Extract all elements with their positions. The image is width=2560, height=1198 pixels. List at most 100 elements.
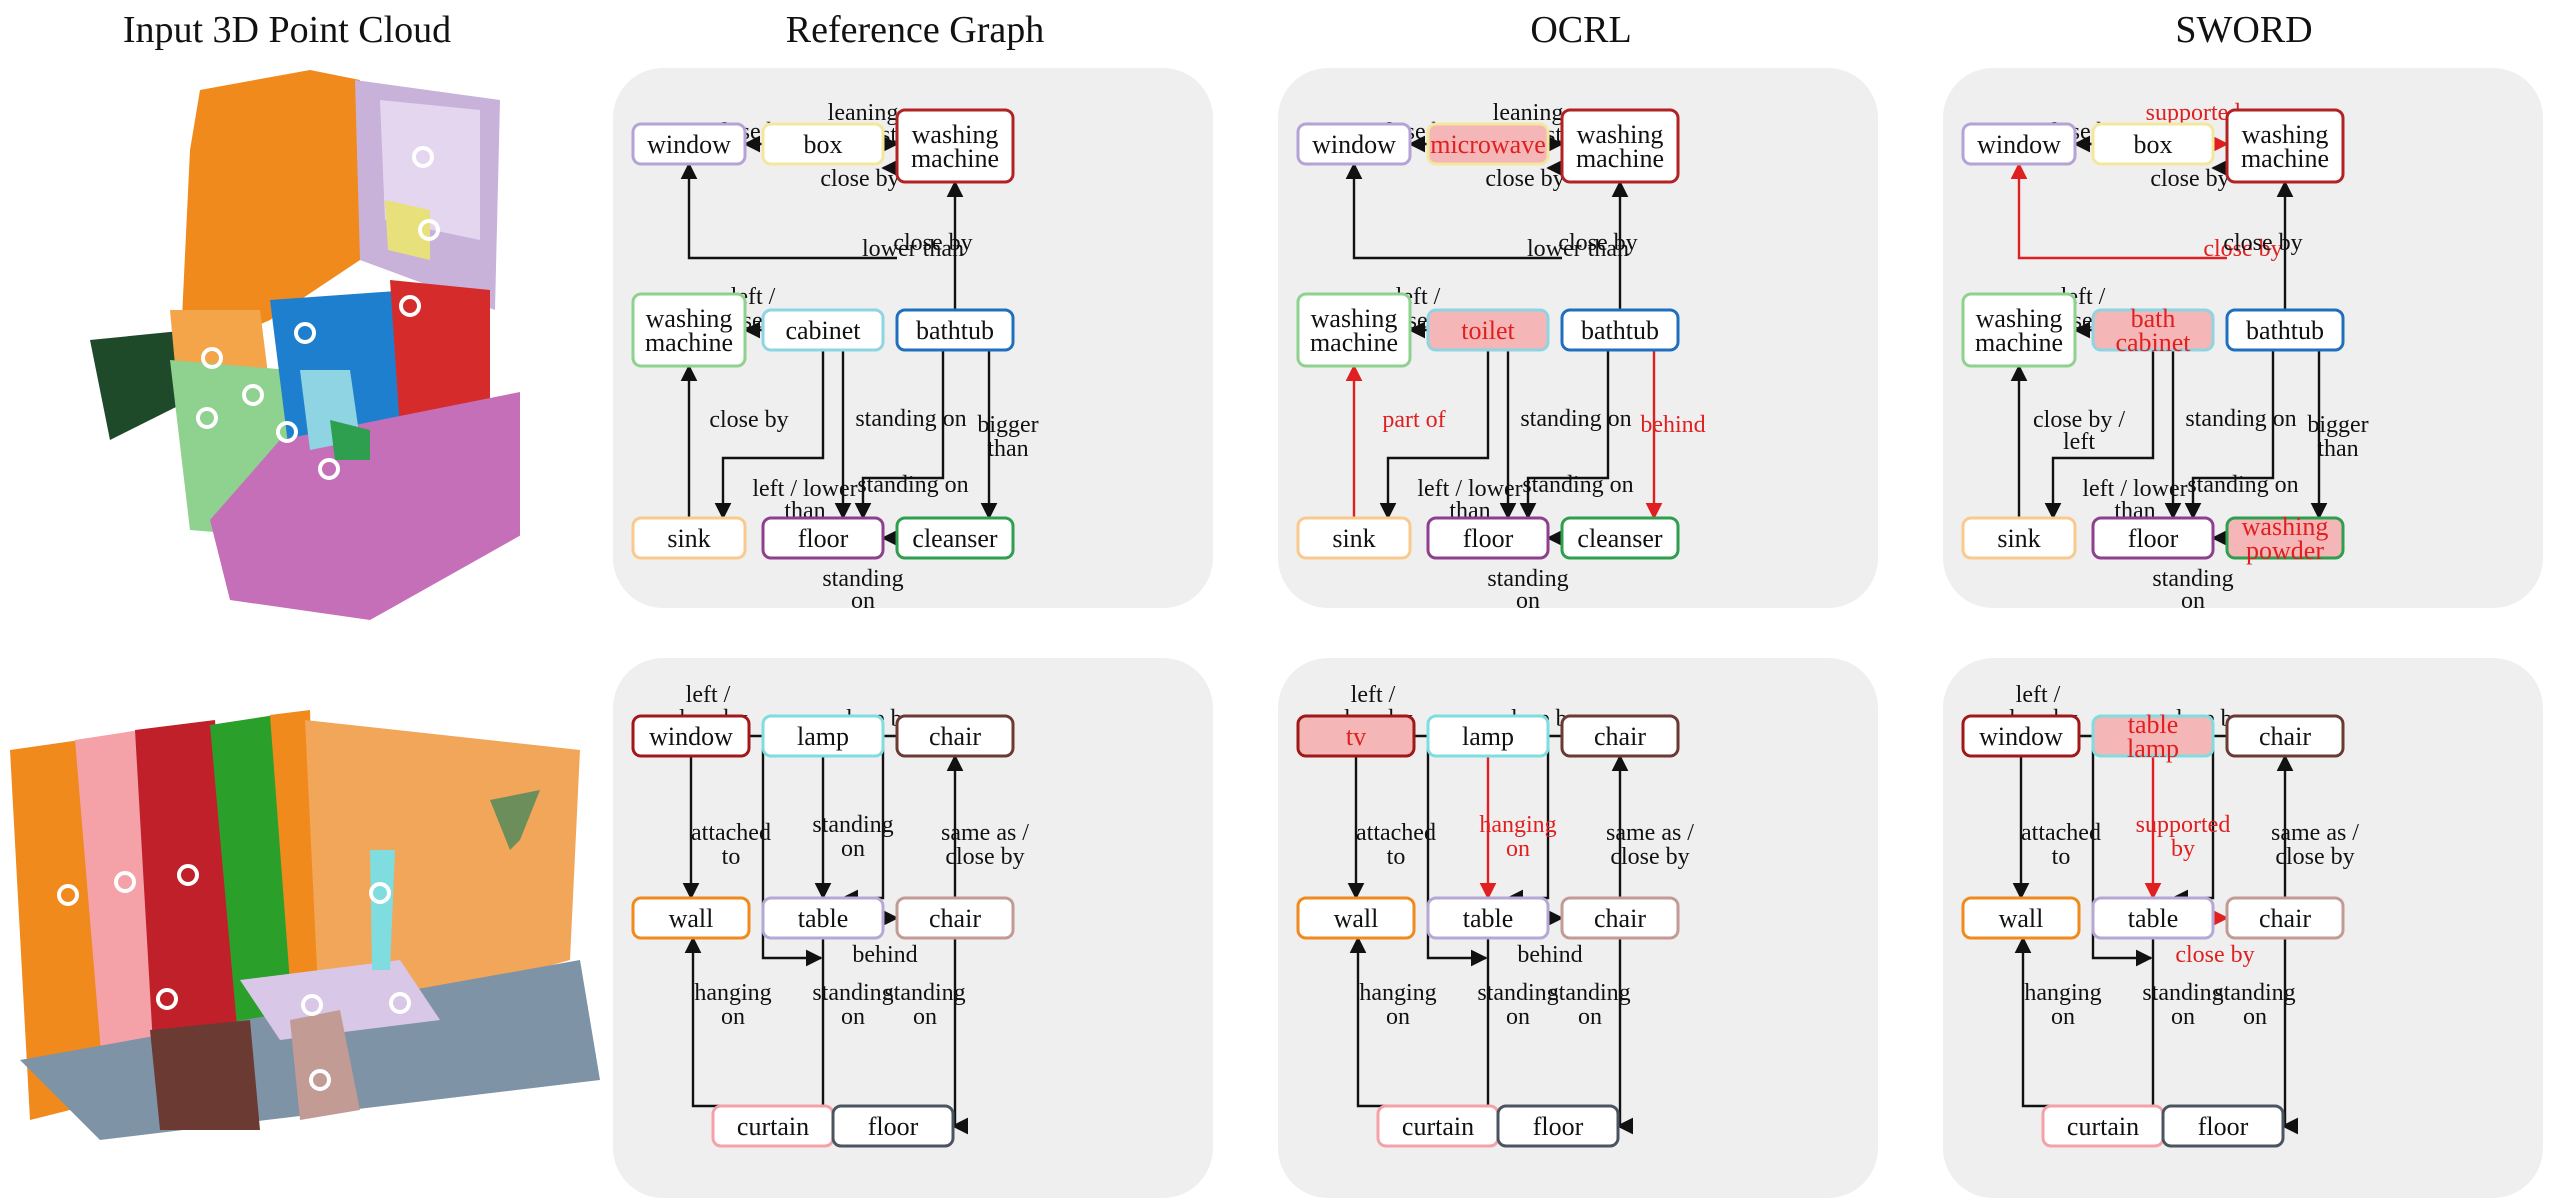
node-box <box>1426 896 1550 940</box>
node-box <box>761 308 885 352</box>
node-label: machine <box>1975 328 2063 357</box>
edge-label: left / <box>686 682 731 708</box>
edge-label: close by <box>2175 942 2254 968</box>
node-label: cleanser <box>912 524 998 553</box>
edge-label: behind <box>852 942 917 968</box>
edge-label: close by <box>2275 844 2354 870</box>
node-box <box>761 714 885 758</box>
node-box <box>1961 122 2077 166</box>
node-box <box>631 122 747 166</box>
node-label: machine <box>911 144 999 173</box>
edge-label: bigger <box>2307 412 2368 438</box>
edge-label: than <box>2317 436 2358 462</box>
edge-label: on <box>2171 1004 2195 1030</box>
edge-line <box>817 938 835 1135</box>
node-floor: floor <box>761 516 885 560</box>
node-chair2: chair <box>895 896 1015 940</box>
edge-label: standing on <box>857 472 968 498</box>
node-label: chair <box>2259 722 2311 751</box>
edge-label: on <box>1516 588 1540 614</box>
node-label: wall <box>1334 904 1379 933</box>
edge-label: close by <box>709 407 788 433</box>
edge-line <box>2281 938 2299 1135</box>
edge-label: left <box>2063 429 2095 455</box>
edge-line <box>1616 938 1634 1135</box>
node-label: washing <box>2242 512 2329 541</box>
node-label: wall <box>1999 904 2044 933</box>
node-label: window <box>1979 722 2063 751</box>
node-box <box>1560 308 1680 352</box>
node-label: tv <box>1346 722 1366 751</box>
node-label: window <box>1977 130 2061 159</box>
node-label: sink <box>667 524 710 553</box>
node-box <box>1560 516 1680 560</box>
edge-label: to <box>2052 844 2071 870</box>
edge-label: lower than <box>862 236 964 262</box>
node-chair2: chair <box>2225 896 2345 940</box>
node-table: table <box>2091 896 2215 940</box>
edge-label: close by <box>893 230 972 256</box>
node-sink: sink <box>631 516 747 560</box>
edge-label: on <box>913 1004 937 1030</box>
edge-label: on <box>2051 1004 2075 1030</box>
node-box <box>2225 896 2345 940</box>
node-box <box>761 896 885 940</box>
edge-label: lower than <box>1527 236 1629 262</box>
node-label: floor <box>868 1112 919 1141</box>
edge-label: on <box>841 1004 865 1030</box>
edge-label: attached <box>691 820 771 846</box>
node-label: table <box>1463 904 1514 933</box>
node-sink: sink <box>1961 516 2077 560</box>
edge-label: standing on <box>2185 406 2296 432</box>
node-box <box>1961 714 2081 758</box>
edge-label: left / lower <box>752 476 857 502</box>
node-label: window <box>647 130 731 159</box>
edge-line <box>1379 350 1490 520</box>
edge-label: on <box>1386 1004 1410 1030</box>
node-box <box>2161 1104 2285 1148</box>
node-wall: wall <box>631 896 751 940</box>
node-box <box>1426 714 1550 758</box>
node-bathtub: bathtub <box>1560 308 1680 352</box>
edge-label: standing <box>2142 980 2223 1006</box>
node-box <box>761 122 885 166</box>
node-label: floor <box>2198 1112 2249 1141</box>
edge-line <box>2147 938 2165 1135</box>
node-label: chair <box>929 722 981 751</box>
node-box <box>2225 714 2345 758</box>
node-box <box>1426 516 1550 560</box>
node-bathtub: bathtub <box>895 308 1015 352</box>
title-ocrl: OCRL <box>1530 9 1632 51</box>
edge-label: on <box>2243 1004 2267 1030</box>
node-box <box>2091 122 2215 166</box>
edge-label: standing on <box>2187 472 2298 498</box>
node-floor: floor <box>1496 1104 1620 1148</box>
node-box <box>895 108 1015 184</box>
node-box <box>2091 714 2215 758</box>
edge-label: left / lower <box>2082 476 2187 502</box>
edge-label: hanging <box>2024 980 2101 1006</box>
node-box <box>1496 1104 1620 1148</box>
edge-line <box>1519 350 1610 520</box>
node-cleanser: cleanser <box>895 516 1015 560</box>
node-label: floor <box>1463 524 1514 553</box>
edge-label: close by <box>1485 166 1564 192</box>
node-box: microwave <box>1426 122 1550 166</box>
node-label: cabinet <box>785 316 861 345</box>
edge-line <box>1345 162 1562 260</box>
node-floor: floor <box>2091 516 2215 560</box>
edge-label: close by <box>2150 166 2229 192</box>
edge-label: bigger <box>977 412 1038 438</box>
node-box <box>1426 308 1550 352</box>
node-box: box <box>761 122 885 166</box>
node-label: chair <box>2259 904 2311 933</box>
bathroom-point-cloud <box>90 70 520 620</box>
edge-label: standing <box>1487 566 1568 592</box>
node-label: bath <box>2131 304 2176 333</box>
node-label: table <box>798 904 849 933</box>
